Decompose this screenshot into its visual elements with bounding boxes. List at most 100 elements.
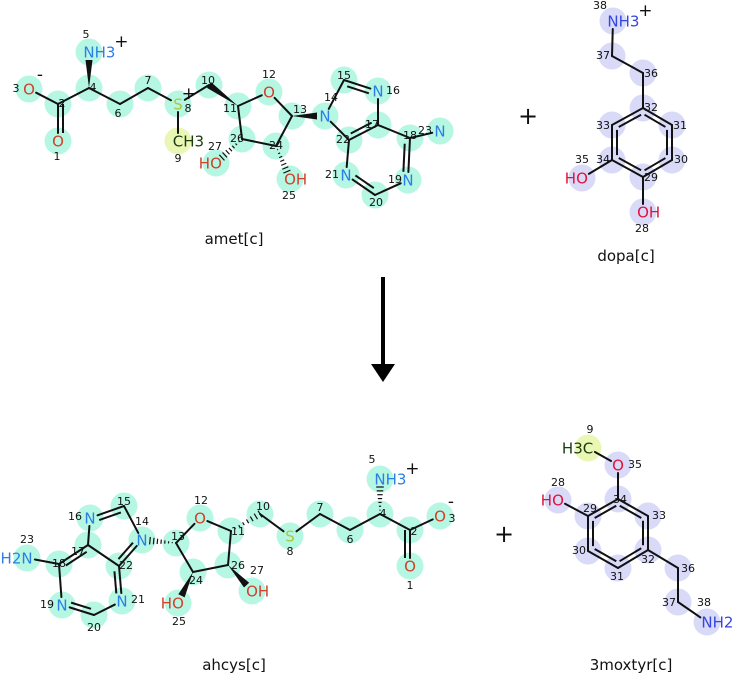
atom-highlight-23 xyxy=(13,544,41,572)
atom-label-16: N xyxy=(84,510,95,528)
atom-number-13: 13 xyxy=(293,103,307,116)
bond-30-31 xyxy=(587,550,619,569)
atom-highlight-8 xyxy=(164,90,192,118)
bond-15-14 xyxy=(123,505,140,534)
atom-number-38: 38 xyxy=(593,0,607,12)
bond-17-16 xyxy=(87,524,91,546)
bond-17-18 xyxy=(377,124,411,139)
bond-17-22 xyxy=(348,124,379,141)
charge-plus-8: + xyxy=(182,84,196,104)
atom-highlight-16 xyxy=(364,77,392,105)
atom-number-9: 9 xyxy=(587,423,594,436)
bond-6-7 xyxy=(119,87,149,105)
atom-number-20: 20 xyxy=(369,196,383,209)
bond-17-22-inner xyxy=(350,121,373,135)
atom-number-26: 26 xyxy=(231,559,245,572)
atom-number-23: 23 xyxy=(20,533,34,546)
atom-number-13: 13 xyxy=(171,530,185,543)
bond-19-20 xyxy=(68,606,95,616)
bond-2-4 xyxy=(57,87,90,105)
bond-15-16-inner xyxy=(346,85,370,95)
charge-plus-38: + xyxy=(638,1,652,21)
atom-number-29: 29 xyxy=(644,171,658,184)
atom-highlight-28 xyxy=(629,198,657,226)
bond-18-23 xyxy=(409,131,434,139)
atom-number-20: 20 xyxy=(87,621,101,634)
atom-number-33: 33 xyxy=(596,119,610,132)
bond-33-34-inner xyxy=(619,504,642,519)
atom-number-17: 17 xyxy=(71,545,85,558)
bond-13-14-wedge xyxy=(292,112,317,120)
atom-number-22: 22 xyxy=(119,559,133,572)
atom-label-8: S xyxy=(173,96,183,114)
bond-11-10-wedge xyxy=(206,82,238,106)
atom-highlight-5 xyxy=(75,38,103,66)
bond-26-27-hash xyxy=(218,140,240,161)
atom-number-12: 12 xyxy=(262,68,276,81)
atom-label-1: O xyxy=(52,133,64,151)
atom-label-16: N xyxy=(372,83,383,101)
bond-8-10 xyxy=(183,84,210,101)
bond-24-26 xyxy=(241,138,277,147)
atom-number-36: 36 xyxy=(681,562,695,575)
molecule-name-3moxtyr: 3moxtyr[c] xyxy=(590,656,673,674)
atom-number-19: 19 xyxy=(388,173,402,186)
bond-6-4 xyxy=(349,513,381,531)
bond-34-35 xyxy=(587,159,613,175)
reaction-arrow-icon xyxy=(371,277,395,382)
bond-12-11 xyxy=(206,520,232,532)
bond-13-14-hash xyxy=(149,536,173,545)
bond-21-22-inner xyxy=(113,571,118,594)
atom-highlight-1 xyxy=(44,127,72,155)
bond-15-16 xyxy=(343,79,372,90)
atom-highlight-19 xyxy=(394,166,422,194)
bond-21-22 xyxy=(345,139,350,169)
atom-highlight-9 xyxy=(164,127,192,155)
atom-number-1: 1 xyxy=(54,150,61,163)
bond-12-13 xyxy=(273,96,293,117)
atom-number-4: 4 xyxy=(90,81,97,94)
atom-highlight-21 xyxy=(108,587,136,615)
bond-29-34 xyxy=(611,159,644,178)
molecule-name-ahcys: ahcys[c] xyxy=(202,656,266,674)
atom-number-3: 3 xyxy=(13,82,20,95)
atom-label-25: OH xyxy=(284,171,307,189)
atom-number-7: 7 xyxy=(317,501,324,514)
bond-23-18 xyxy=(33,558,60,565)
atom-number-15: 15 xyxy=(337,69,351,82)
bond-22-14 xyxy=(329,120,350,141)
atom-number-5: 5 xyxy=(83,28,90,41)
bond-8-7 xyxy=(295,513,321,533)
bond-31-32 xyxy=(617,549,649,569)
atom-label-5: NH3 xyxy=(83,44,115,62)
atom-label-19: N xyxy=(402,172,413,190)
bond-29-28 xyxy=(564,502,589,517)
atom-label-38: NH2 xyxy=(701,614,733,632)
charge-minus-3: - xyxy=(37,65,43,85)
atom-label-14: N xyxy=(319,108,330,126)
atom-highlight-3 xyxy=(15,75,43,103)
bonds xyxy=(33,486,434,616)
bond-16-15-inner xyxy=(98,511,122,521)
atom-label-3: O xyxy=(23,81,35,99)
bond-10-8 xyxy=(259,513,285,533)
atom-number-38: 38 xyxy=(697,596,711,609)
bond-38-37 xyxy=(611,27,614,57)
bonds xyxy=(587,27,673,205)
atom-highlight-16 xyxy=(76,504,104,532)
atom-number-28: 28 xyxy=(635,222,649,235)
atom-label-28: OH xyxy=(637,204,660,222)
atom-highlight-38 xyxy=(693,608,721,636)
bond-11-12 xyxy=(237,94,263,107)
atom-label-27: OH xyxy=(246,583,269,601)
bond-24-25-hash xyxy=(276,148,291,174)
bond-14-22 xyxy=(118,544,138,567)
atom-number-33: 33 xyxy=(652,509,666,522)
molecule-name-dopa: dopa[c] xyxy=(597,247,654,265)
atom-number-36: 36 xyxy=(644,67,658,80)
bond-32-31 xyxy=(642,107,673,126)
atom-number-8: 8 xyxy=(287,545,294,558)
